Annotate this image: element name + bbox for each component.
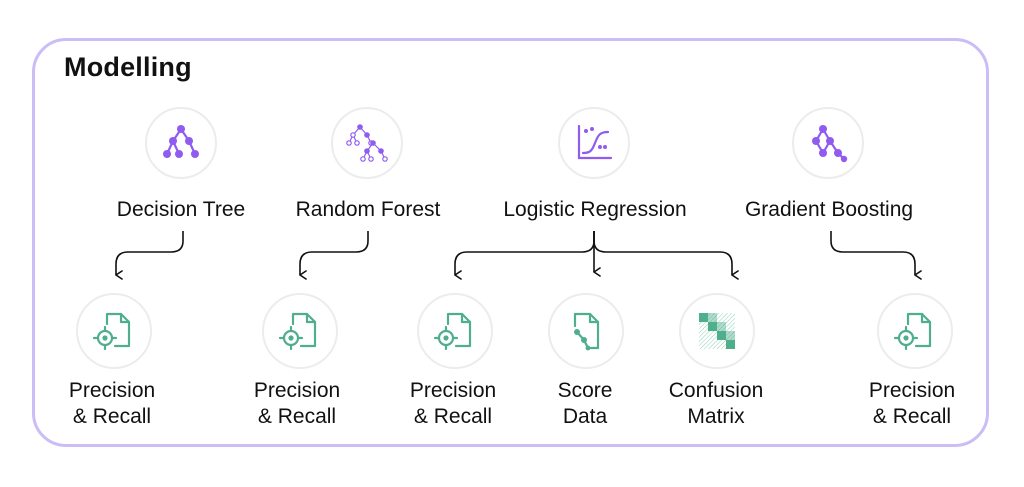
precision-recall-icon: [433, 312, 472, 351]
logistic-regression-icon: [577, 124, 613, 160]
output-label-4-line2: Data: [562, 405, 608, 428]
output-label-5: Confusion Matrix: [669, 378, 764, 430]
decision-tree-icon-circle: [145, 107, 217, 179]
model-label-logistic-regression: Logistic Regression: [503, 198, 687, 221]
output-label-2: Precision & Recall: [254, 378, 340, 430]
gradient-boosting-icon: [812, 125, 848, 163]
output-icon-circle-3: [417, 293, 493, 369]
model-label-gradient-boosting: Gradient Boosting: [744, 198, 914, 221]
output-label-5-line2: Matrix: [687, 405, 745, 428]
random-forest-icon-circle: [331, 107, 403, 179]
model-label-decision-tree: Decision Tree: [116, 198, 246, 221]
output-icon-circle-1: [76, 293, 152, 369]
confusion-matrix-icon: [699, 313, 735, 349]
output-label-6-line1: Precision: [868, 379, 956, 402]
diagram-title: Modelling: [64, 52, 192, 82]
output-label-2-line1: Precision: [253, 379, 341, 402]
output-label-1-line1: Precision: [68, 379, 156, 402]
output-label-6-line2: & Recall: [872, 405, 952, 428]
score-data-icon: [573, 312, 600, 351]
precision-recall-icon: [278, 312, 317, 351]
gradient-boosting-icon-circle: [792, 107, 864, 179]
decision-tree-icon: [163, 125, 199, 158]
output-icon-circle-5: [679, 293, 755, 369]
model-label-random-forest: Random Forest: [295, 198, 441, 221]
output-icon-circle-4: [548, 293, 624, 369]
output-label-4: Score Data: [558, 378, 613, 430]
output-label-1: Precision & Recall: [69, 378, 155, 430]
output-label-3-line1: Precision: [409, 379, 497, 402]
output-label-3-line2: & Recall: [413, 405, 493, 428]
output-label-6: Precision & Recall: [869, 378, 955, 430]
output-label-1-line2: & Recall: [72, 405, 152, 428]
output-icon-circle-2: [262, 293, 338, 369]
output-label-2-line2: & Recall: [257, 405, 337, 428]
output-label-4-line1: Score: [557, 379, 613, 402]
modelling-frame: [32, 38, 989, 447]
output-icon-circle-6: [877, 293, 953, 369]
random-forest-icon: [346, 124, 388, 162]
precision-recall-icon: [92, 312, 131, 351]
precision-recall-icon: [893, 312, 932, 351]
output-label-3: Precision & Recall: [410, 378, 496, 430]
output-label-5-line1: Confusion: [668, 379, 764, 402]
logistic-regression-icon-circle: [558, 107, 630, 179]
